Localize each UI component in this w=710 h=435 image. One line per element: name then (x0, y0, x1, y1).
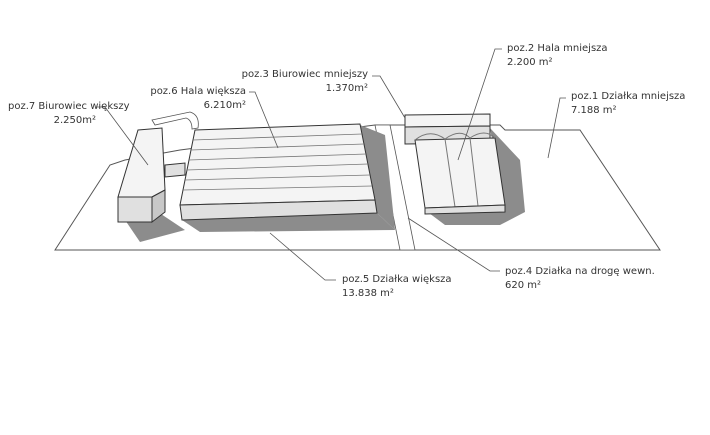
shadow-small-hall (425, 128, 525, 225)
label-poz7-name: poz.7 Biurowiec większy (8, 101, 130, 112)
label-poz3-name: poz.3 Biurowiec mniejszy (241, 69, 368, 80)
label-poz1-name: poz.1 Działka mniejsza (571, 91, 686, 102)
office-large-wall (117, 196, 153, 223)
label-poz2: poz.2 Hala mniejsza 2.200 m² (507, 42, 608, 70)
label-poz5-name: poz.5 Działka większa (342, 274, 452, 285)
leader-lines (97, 48, 566, 281)
connector (164, 162, 186, 178)
label-poz1: poz.1 Działka mniejsza 7.188 m² (571, 90, 685, 118)
large-hall-wall (179, 199, 378, 221)
small-hall-arches (414, 132, 496, 208)
access-path (151, 111, 199, 130)
label-poz3: poz.3 Biurowiec mniejszy 1.370m² (230, 68, 368, 96)
label-poz3-area: 1.370m² (325, 83, 368, 94)
shadow-large-hall-side (360, 125, 395, 230)
label-poz1-area: 7.188 m² (571, 105, 617, 116)
shadow-large-hall (182, 213, 395, 232)
label-poz4-area: 620 m² (505, 280, 542, 291)
label-poz5-area: 13.838 m² (342, 288, 394, 299)
office-large-side (151, 189, 166, 224)
label-poz7: poz.7 Biurowiec większy 2.250m² (8, 100, 130, 128)
label-poz6-area: 6.210m² (203, 100, 246, 111)
small-hall-wall (424, 204, 506, 215)
label-poz7-area: 2.250m² (53, 115, 96, 126)
label-poz2-area: 2.200 m² (507, 57, 553, 68)
label-poz5: poz.5 Działka większa 13.838 m² (342, 273, 452, 301)
small-hall-roof (414, 137, 506, 209)
office-small-roof (404, 113, 491, 128)
label-poz4-name: poz.4 Działka na drogę wewn. (505, 266, 655, 277)
label-poz2-name: poz.2 Hala mniejsza (507, 43, 608, 54)
label-poz4: poz.4 Działka na drogę wewn. 620 m² (505, 265, 655, 293)
label-poz6-name: poz.6 Hala większa (150, 86, 246, 97)
label-poz6: poz.6 Hala większa 6.210m² (140, 85, 246, 113)
